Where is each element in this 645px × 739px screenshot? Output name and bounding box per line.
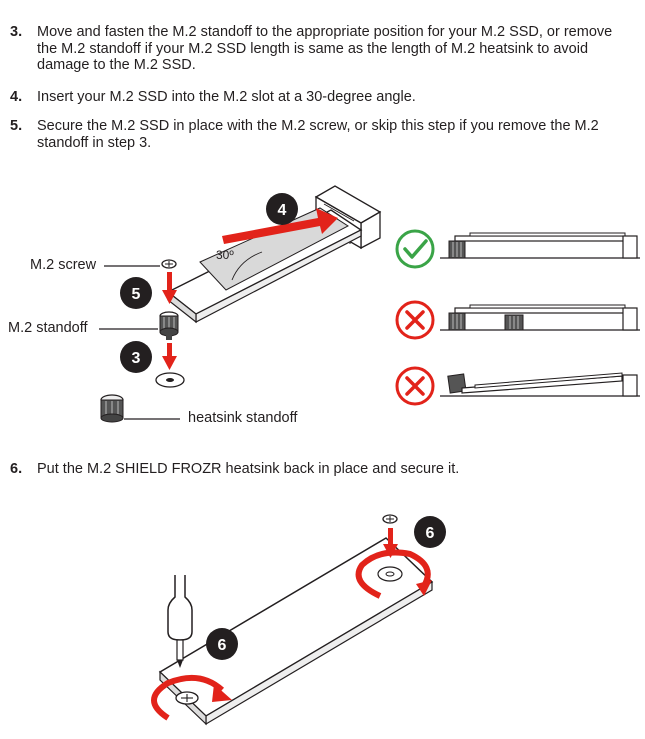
left-rotate-arrow	[151, 674, 232, 721]
right-rotate-arrow	[355, 549, 432, 599]
left-screw-icon	[175, 691, 199, 705]
step-4-badge: 4	[266, 193, 298, 225]
step-text: Insert your M.2 SSD into the M.2 slot at…	[37, 89, 416, 105]
step-5-badge: 5	[120, 277, 152, 309]
wrong-row-standoff	[395, 300, 640, 340]
step-number: 3.	[10, 24, 23, 40]
wrong-row-tilted	[395, 366, 640, 406]
svg-text:4: 4	[278, 202, 287, 219]
step-3-badge: 3	[120, 341, 152, 373]
step-text: Secure the M.2 SSD in place with the M.2…	[37, 118, 599, 151]
step-6-badge-left: 6	[206, 628, 238, 660]
m2-screw-icon	[161, 259, 177, 269]
right-screw-icon	[382, 514, 398, 524]
step-3: 3. Move and fasten the M.2 standoff to t…	[10, 24, 635, 76]
step-text: Put the M.2 SHIELD FROZR heatsink back i…	[37, 461, 460, 477]
heatsink-standoff-icon	[100, 394, 124, 423]
m2-standoff-icon	[159, 311, 179, 340]
angle-label: 30º	[216, 248, 234, 262]
standoff-down-arrow	[162, 343, 177, 370]
mount-hole-icon	[155, 372, 185, 388]
svg-text:3: 3	[132, 350, 141, 367]
svg-text:5: 5	[132, 286, 141, 303]
label-m2-standoff: M.2 standoff	[8, 320, 88, 336]
heatsink-plate	[158, 537, 434, 726]
step-number: 6.	[10, 461, 23, 477]
step-number: 5.	[10, 118, 23, 134]
correct-row	[395, 229, 640, 269]
ssd-mounting-area	[166, 207, 363, 324]
check-icon	[395, 229, 435, 269]
step-text: Move and fasten the M.2 standoff to the …	[37, 24, 613, 73]
screwdriver-icon	[167, 575, 193, 668]
step-6-badge-right: 6	[414, 516, 446, 548]
svg-text:6: 6	[426, 525, 435, 542]
insert-arrow	[222, 208, 338, 244]
label-m2-screw: M.2 screw	[30, 257, 97, 273]
step-number: 4.	[10, 89, 23, 105]
step-6: 6. Put the M.2 SHIELD FROZR heatsink bac…	[10, 461, 635, 479]
step-4: 4. Insert your M.2 SSD into the M.2 slot…	[10, 89, 635, 107]
label-heatsink-standoff: heatsink standoff	[188, 410, 298, 426]
svg-text:6: 6	[218, 637, 227, 654]
right-mount-hole-icon	[377, 566, 403, 582]
screw-down-arrow	[162, 272, 177, 304]
step-5: 5. Secure the M.2 SSD in place with the …	[10, 118, 635, 154]
